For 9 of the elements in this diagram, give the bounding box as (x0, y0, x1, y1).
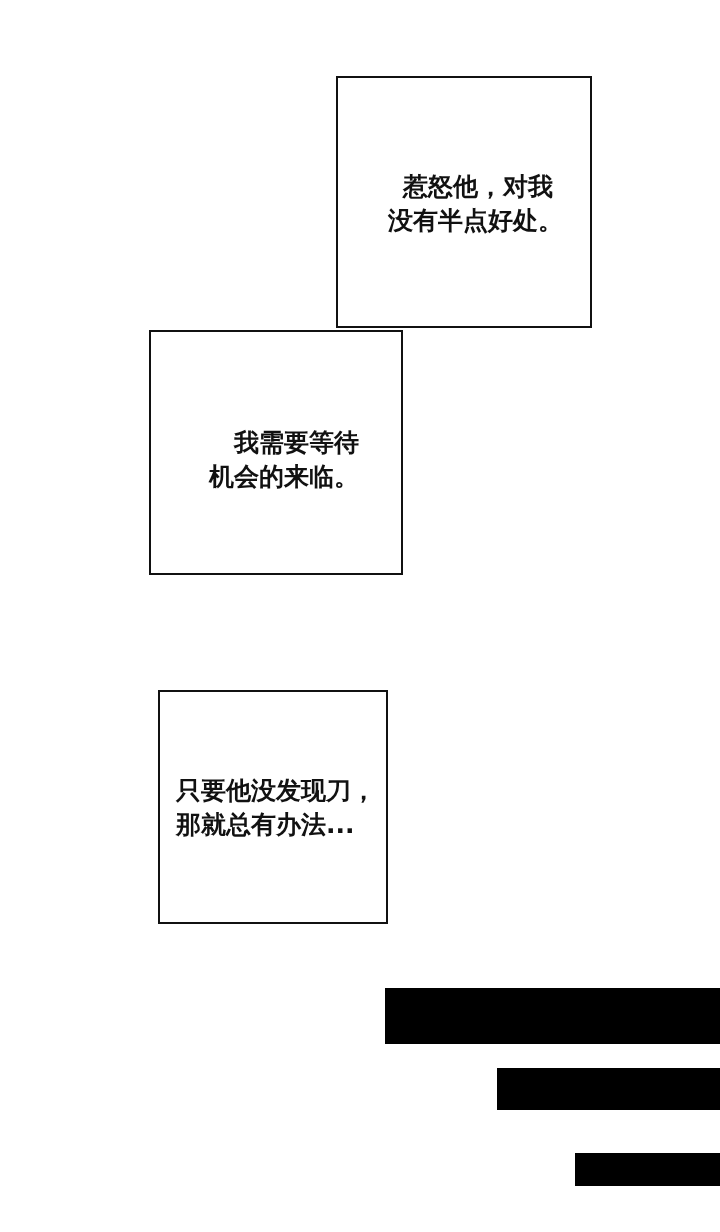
filled-bar (575, 1153, 720, 1186)
speech-panel (149, 330, 403, 575)
filled-bar (497, 1068, 720, 1110)
speech-panel (336, 76, 592, 328)
speech-panel (158, 690, 388, 924)
dialogue-text: 我需要等待机会的来临。 (209, 427, 360, 493)
filled-bar (385, 988, 720, 1044)
dialogue-text: 惹怒他，对我没有半点好处。 (388, 171, 564, 237)
dialogue-text: 只要他没发现刀，那就总有办法... (176, 775, 377, 841)
